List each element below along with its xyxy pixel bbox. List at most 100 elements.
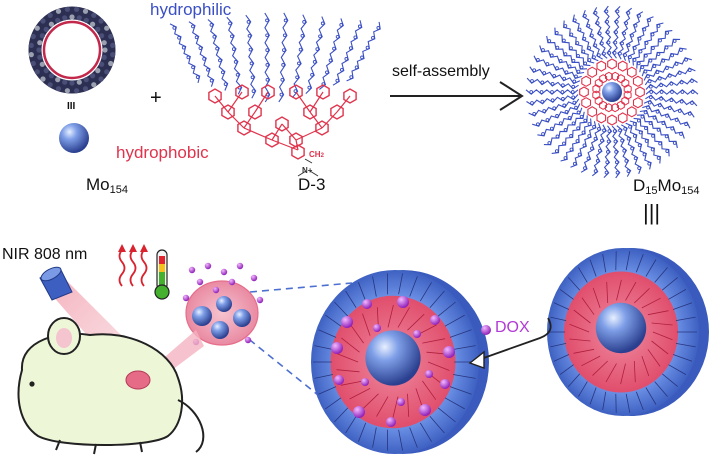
corona-chain: [528, 98, 580, 117]
corona-chain: [629, 120, 661, 164]
corona-chain-o: [656, 156, 661, 160]
corona-chain: [641, 47, 687, 77]
thermometer-level-mid: [159, 264, 165, 272]
dox-molecule: [440, 379, 450, 389]
corona-chain-o: [563, 52, 568, 56]
released-dox: [250, 274, 258, 282]
empty-nanoparticle-shell-chain: [553, 302, 570, 310]
corona-chain: [526, 77, 579, 90]
loaded-nanoparticle-shell-chain: [334, 301, 349, 317]
corona-chain-o: [674, 118, 679, 122]
dox-label: DOX: [495, 319, 530, 336]
loaded-nanoparticle-shell-chain: [453, 374, 476, 379]
empty-nanoparticle-core-strand: [616, 279, 622, 301]
corona-chain: [644, 67, 696, 86]
corona-chain-o: [563, 156, 568, 160]
dendron-link: [243, 111, 256, 129]
corona-chain-o: [558, 121, 563, 126]
corona-chain-o: [646, 74, 650, 79]
empty-nanoparticle-shell-chain: [645, 387, 657, 405]
corona-chain-o: [587, 134, 592, 138]
empty-nanoparticle-shell-chain: [568, 277, 580, 291]
corona-chain-o: [555, 114, 559, 118]
zoom-connector-bottom: [239, 331, 319, 396]
corona-chain-o: [652, 64, 657, 69]
hydrophilic-chain-o: [233, 60, 238, 64]
empty-nanoparticle-shell-chain: [589, 387, 597, 405]
corona-chain-o: [550, 90, 554, 94]
corona-chain-o: [529, 90, 534, 94]
core-benzene-inner: [592, 90, 601, 100]
methyl-bond: [297, 170, 307, 177]
hydrophilic-chain-o: [235, 72, 240, 77]
heat-wave-icon: [118, 249, 126, 287]
corona-chain-o: [582, 36, 587, 41]
hydrophilic-chain: [278, 12, 289, 103]
loaded-nanoparticle-shell-chain: [314, 345, 333, 350]
corona-chain-o: [547, 39, 552, 43]
corona-chain-o: [622, 148, 627, 153]
corona-chain-o: [541, 48, 545, 52]
corona-chain: [563, 20, 595, 64]
corona-chain-o: [583, 166, 587, 170]
corona-chain-o: [554, 149, 559, 153]
ring-bead: [108, 33, 114, 40]
corona-chain-o: [649, 90, 654, 94]
ring-bead: [110, 52, 116, 58]
empty-nanoparticle-core-strand: [651, 322, 673, 326]
dox-molecule: [397, 296, 409, 308]
corona-chain-o: [583, 118, 588, 123]
hydrophilic-label: hydrophilic: [150, 0, 232, 19]
corona-chain-o: [656, 128, 661, 132]
corona-chain-o: [562, 76, 567, 81]
corona-chain-o: [614, 160, 619, 165]
ring-bead: [43, 26, 49, 32]
loaded-nanoparticle-shell-chain: [318, 329, 337, 338]
corona-chain-o: [597, 53, 601, 57]
core-benzene-inner: [623, 84, 632, 94]
corona-chain-o: [592, 124, 596, 129]
empty-nanoparticle-shell-chain: [578, 267, 588, 283]
corona-chain: [537, 107, 583, 137]
corona-chain-o: [636, 118, 641, 123]
hydrophilic-chain-o: [247, 33, 252, 38]
corona-chain-o: [656, 24, 661, 28]
corona-chain-o: [564, 70, 569, 75]
dox-molecule: [430, 315, 440, 325]
mo154-label-sub: 154: [109, 184, 128, 196]
mo154-label: Mo154: [86, 176, 128, 196]
mouse-feet: [55, 439, 143, 455]
ring-bead: [48, 21, 55, 27]
corona-chain-o: [651, 46, 655, 50]
corona-chain-o: [636, 61, 641, 66]
hydrophilic-chain-o: [195, 75, 200, 79]
hydrophilic-chain-o: [186, 55, 191, 60]
d15mo154-label-mo: Mo: [657, 176, 682, 195]
core-benzene: [617, 112, 628, 124]
corona-chain: [603, 5, 613, 59]
benzene-ring: [343, 88, 357, 104]
corona-chain-o: [576, 126, 580, 131]
corona-chain-o: [583, 14, 587, 18]
hydrophilic-chain-o: [223, 82, 228, 86]
corona-chain-o: [648, 95, 653, 100]
corona-chain-o: [604, 9, 609, 14]
hydrophilic-chain-o: [209, 23, 214, 27]
corona-chain-o: [643, 69, 648, 74]
core-benzene: [596, 60, 607, 72]
dendron-link: [243, 127, 273, 141]
hydrophilic-chain-o: [265, 48, 270, 52]
corona-chain-o: [597, 148, 602, 153]
corona-chain-o: [590, 146, 594, 151]
empty-nanoparticle-core-strand: [651, 340, 669, 355]
corona-chain-o: [665, 114, 669, 118]
corona-chain-o: [659, 90, 664, 94]
empty-nanoparticle-shell-chain: [675, 343, 696, 348]
empty-nanoparticle-core-strand: [592, 287, 601, 309]
corona-chain: [642, 104, 691, 129]
corona-chain-o: [605, 19, 610, 24]
mouse-inner-ear: [56, 328, 72, 348]
loaded-nanoparticle-core-strand: [349, 388, 371, 400]
hydrophilic-chain-o: [318, 34, 322, 39]
corona-chain-o: [637, 14, 641, 18]
